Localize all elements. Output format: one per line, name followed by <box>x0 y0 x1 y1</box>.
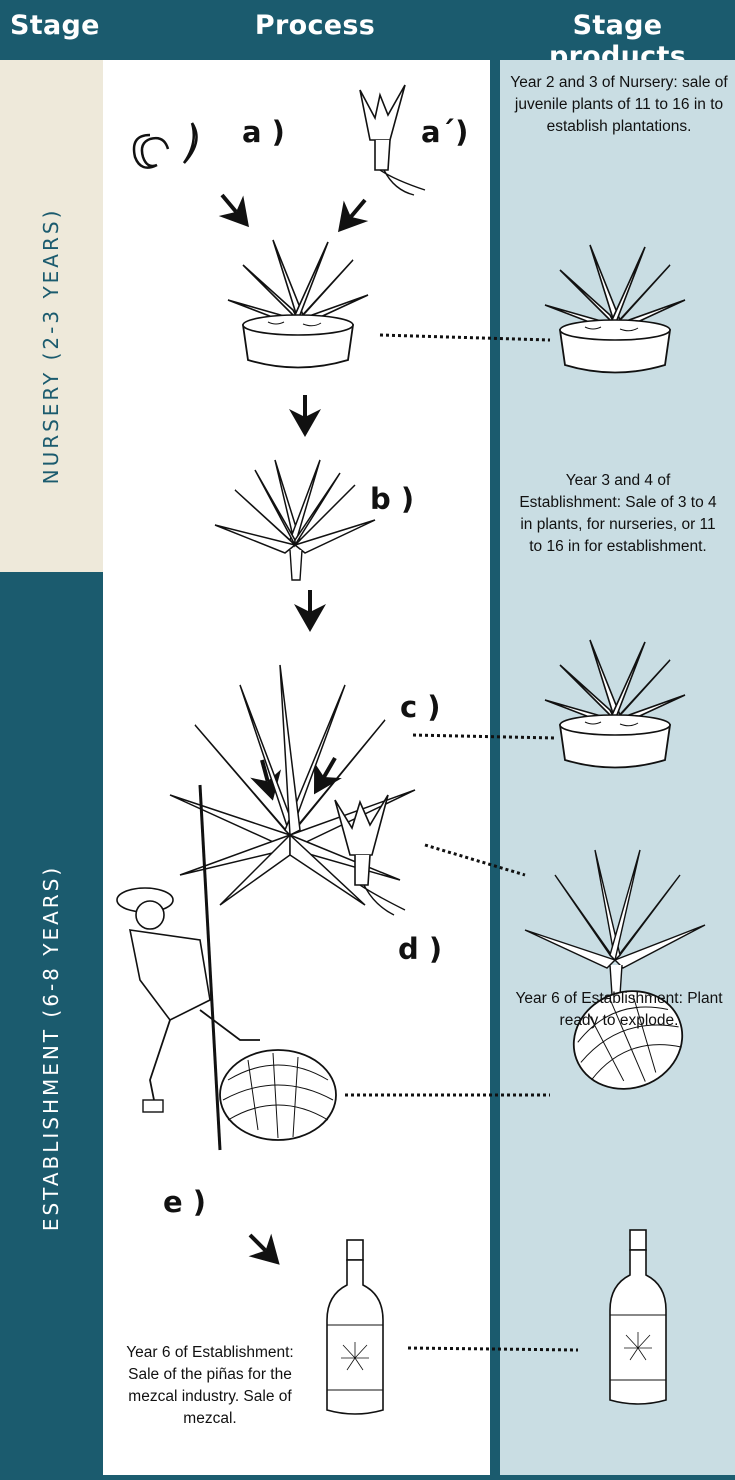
agave-product-3 <box>525 850 705 995</box>
label-d: d ) <box>398 932 442 966</box>
product-text-establishment-2: Year 6 of Establishment: Plant ready to … <box>505 988 733 1032</box>
label-c: c ) <box>400 690 441 724</box>
product-text-nursery: Year 2 and 3 of Nursery: sale of juvenil… <box>505 72 733 138</box>
young-agave-b <box>215 460 375 580</box>
mature-agave-c <box>170 665 415 905</box>
agave-pina-process <box>220 1050 336 1140</box>
label-a: a ) <box>242 115 285 149</box>
product-text-establishment-1: Year 3 and 4 of Establishment: Sale of 3… <box>518 470 718 558</box>
process-caption-e: Year 6 of Establishment: Sale of the piñ… <box>110 1342 310 1430</box>
potted-agave-product-2-art <box>545 640 685 768</box>
potted-agave-product-1 <box>545 245 685 373</box>
label-b: b ) <box>370 482 414 516</box>
agave-offshoot-a-prime <box>360 85 425 195</box>
label-e: e ) <box>163 1185 206 1219</box>
mezcal-bottle-product <box>610 1230 666 1404</box>
seed-shapes <box>134 123 197 168</box>
potted-agave-process <box>228 240 368 368</box>
agave-offshoot-d <box>335 795 405 915</box>
mezcal-bottle-process <box>327 1240 383 1414</box>
label-a-prime: a´) <box>421 115 468 149</box>
